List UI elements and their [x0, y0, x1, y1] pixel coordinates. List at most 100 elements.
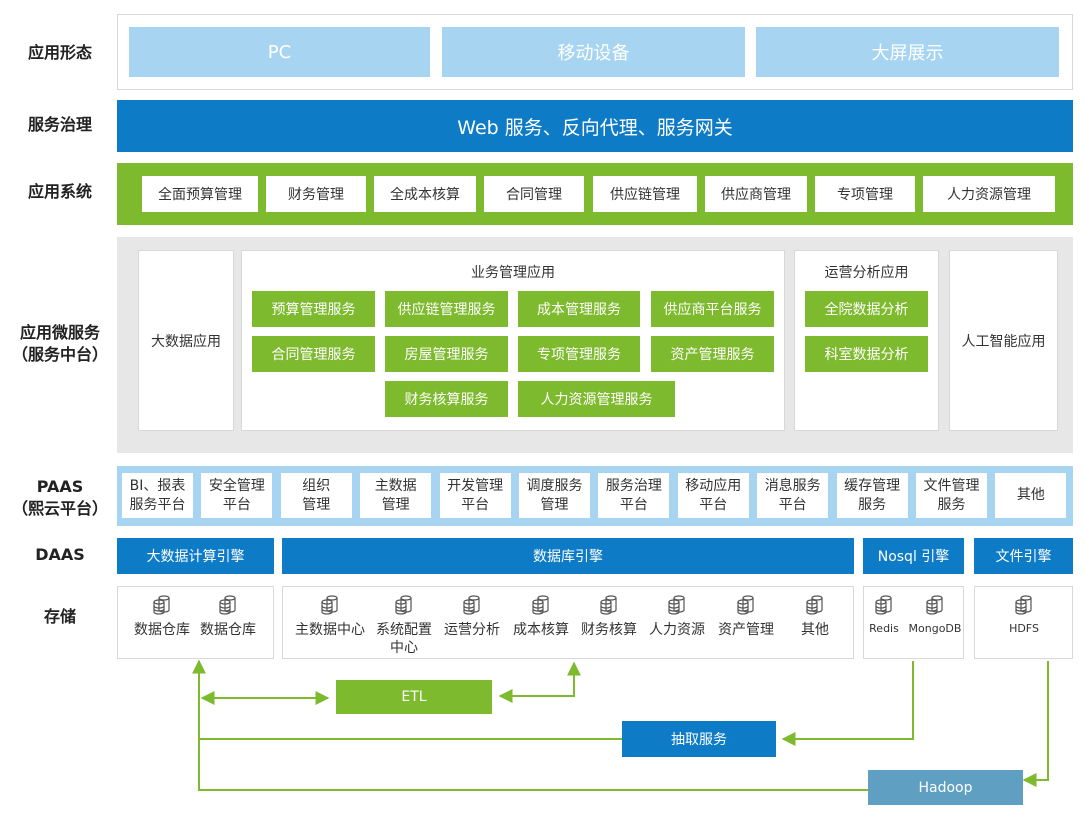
paas-item-line: 平台	[778, 496, 807, 513]
svc-hr: 人力资源管理服务	[518, 381, 675, 417]
database-to-etl-line	[498, 661, 581, 703]
daas-nosql-engine: Nosql 引擎	[863, 538, 964, 574]
app-system-finance: 财务管理	[266, 176, 366, 212]
paas-item-line: 服务	[858, 496, 887, 513]
paas-item-line: 管理	[302, 496, 331, 513]
app-form-bigscreen: 大屏展示	[756, 27, 1059, 77]
governance-bar: Web 服务、反向代理、服务网关	[117, 100, 1073, 152]
paas-item-line: 其他	[1016, 487, 1045, 504]
paas-item-line: 平台	[222, 496, 251, 513]
database-icon	[1015, 595, 1032, 615]
storage-item-label: 成本核算	[513, 622, 569, 638]
storage-item-label: 资产管理	[718, 622, 774, 638]
svc-hospital-analysis: 全院数据分析	[805, 291, 928, 327]
paas-item-label: BI、报表服务平台	[130, 477, 186, 513]
paas-item-label: 服务治理平台	[606, 477, 662, 513]
paas-item-line: 调度服务	[526, 478, 583, 495]
storage-file-box	[974, 586, 1073, 659]
paas-item: 开发管理平台	[439, 473, 511, 518]
database-icon	[463, 595, 480, 615]
paas-item-line: 开发管理	[447, 478, 504, 495]
database-icon	[153, 595, 170, 615]
row-label-app-system: 应用系统	[27, 182, 92, 201]
paas-item: 调度服务管理	[519, 473, 590, 518]
database-icon	[395, 595, 412, 615]
paas-item-line: 平台	[699, 496, 728, 513]
paas-item-label: 消息服务平台	[765, 477, 821, 513]
svc-budget: 预算管理服务	[252, 291, 375, 327]
storage-item: 运营分析	[432, 594, 512, 640]
paas-item-line: 安全管理	[208, 478, 265, 495]
paas-item: BI、报表服务平台	[122, 473, 193, 518]
etl-box: ETL	[336, 680, 492, 714]
paas-item-line: 文件管理	[923, 478, 980, 495]
app-form-mobile: 移动设备	[442, 27, 745, 77]
paas-item-line: 平台	[619, 496, 648, 513]
storage-item-label: 中心	[390, 639, 418, 656]
paas-item: 主数据管理	[360, 473, 432, 518]
app-system-supply-chain: 供应链管理	[593, 176, 697, 212]
storage-item: 资产管理	[706, 594, 786, 640]
paas-panel	[117, 466, 1073, 526]
storage-item-label: 数据仓库	[200, 622, 256, 638]
svc-special: 专项管理服务	[518, 336, 640, 372]
storage-item: 数据仓库	[188, 594, 268, 640]
paas-item: 安全管理平台	[201, 473, 273, 518]
app-form-pc: PC	[129, 27, 430, 77]
paas-item-label: 文件管理服务	[924, 477, 980, 513]
paas-item-label: 缓存管理服务	[844, 477, 900, 513]
daas-database-engine: 数据库引擎	[282, 538, 854, 574]
paas-item-label: 开发管理平台	[447, 477, 503, 513]
storage-item-label: 系统配置	[376, 622, 432, 638]
ops-analysis-title: 运营分析应用	[824, 265, 909, 281]
paas-item-label: 其他	[1017, 486, 1045, 504]
storage-item: 财务核算	[569, 594, 649, 640]
paas-item-label: 主数据管理	[375, 477, 417, 513]
paas-item-line: 管理	[381, 496, 410, 513]
storage-item-label: 人力资源	[649, 622, 705, 638]
app-system-budget: 全面预算管理	[142, 176, 258, 212]
paas-item: 缓存管理服务	[836, 473, 908, 518]
paas-item-label: 安全管理平台	[209, 477, 265, 513]
paas-item: 文件管理服务	[916, 473, 987, 518]
storage-item-label: 运营分析	[444, 622, 500, 638]
paas-item-line: 移动应用	[685, 478, 742, 495]
paas-item-line: 主数据	[374, 478, 417, 495]
paas-item-line: 消息服务	[764, 478, 821, 495]
hadoop-box: Hadoop	[868, 770, 1023, 805]
paas-item: 移动应用平台	[677, 473, 749, 518]
svc-accounting: 财务核算服务	[385, 381, 508, 417]
paas-item-label: 调度服务管理	[527, 477, 583, 513]
database-icon	[668, 595, 685, 615]
storage-item-label: HDFS	[1009, 622, 1039, 635]
row-label-governance: 服务治理	[27, 115, 92, 134]
database-icon	[875, 595, 892, 615]
storage-database-box	[282, 586, 854, 659]
row-label-microservice-line1: 应用微服务	[19, 323, 100, 342]
svc-cost: 成本管理服务	[518, 291, 640, 327]
paas-item: 服务治理平台	[598, 473, 670, 518]
svc-asset: 资产管理服务	[651, 336, 774, 372]
storage-item: 其他	[775, 594, 855, 640]
storage-item: 人力资源	[637, 594, 717, 640]
storage-item: 系统配置中心	[364, 594, 444, 657]
svc-contract: 合同管理服务	[252, 336, 375, 372]
paas-item-line: 服务治理	[605, 478, 662, 495]
database-icon	[926, 595, 943, 615]
paas-item-label: 移动应用平台	[685, 477, 741, 513]
database-icon	[806, 595, 823, 615]
file-to-hadoop-line	[1022, 661, 1049, 787]
row-label-paas-line2: （熙云平台）	[11, 498, 108, 518]
storage-item: MongoDB	[905, 594, 965, 636]
storage-item: Redis	[854, 594, 914, 636]
row-label-storage: 存储	[43, 607, 76, 626]
svc-supplier-platform: 供应商平台服务	[651, 291, 774, 327]
paas-item-line: 平台	[461, 496, 490, 513]
storage-item: 主数据中心	[290, 594, 370, 640]
daas-file-engine: 文件引擎	[974, 538, 1073, 574]
storage-item-label: Redis	[869, 622, 899, 635]
row-label-app-form: 应用形态	[27, 43, 92, 62]
storage-item-label: 财务核算	[581, 622, 637, 638]
ai-app-box: 人工智能应用	[949, 250, 1058, 431]
